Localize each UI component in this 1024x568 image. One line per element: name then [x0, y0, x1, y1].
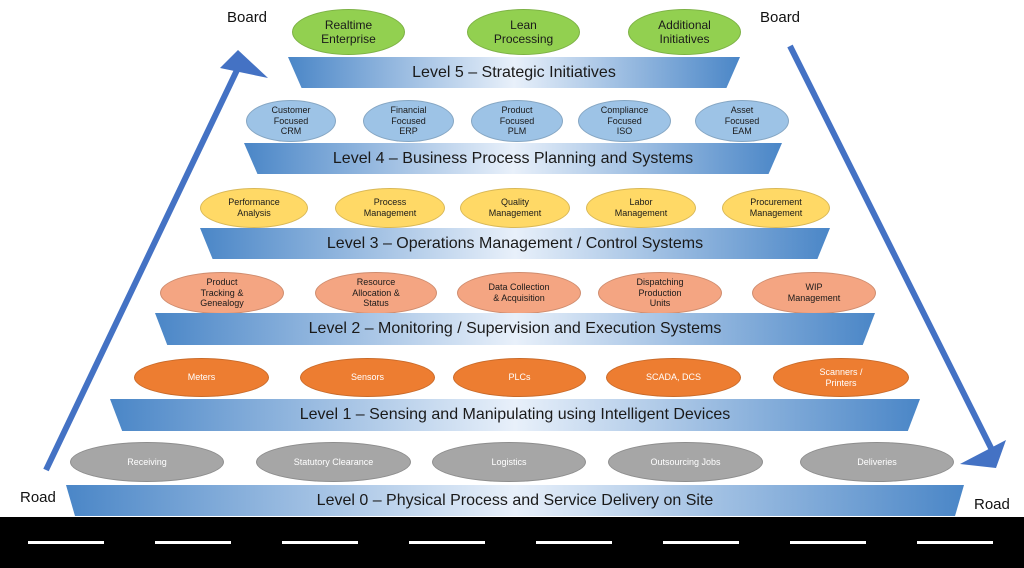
level4-item-4: Compliance Focused ISO [578, 100, 671, 142]
road-strip [0, 517, 1024, 568]
road-marking [282, 541, 358, 544]
up-arrow-icon [43, 50, 268, 472]
level2-item-5: WIP Management [752, 272, 876, 314]
level1-item-4: SCADA, DCS [606, 358, 741, 397]
road-marking [28, 541, 104, 544]
level1-item-5: Scanners / Printers [773, 358, 909, 397]
corner-label-bottom-left: Road [20, 489, 56, 506]
level5-item-3: Additional Initiatives [628, 9, 741, 55]
level2-item-2: Resource Allocation & Status [315, 272, 437, 314]
road-marking [409, 541, 485, 544]
level1-bar: Level 1 – Sensing and Manipulating using… [110, 399, 920, 431]
level0-item-2: Statutory Clearance [256, 442, 411, 482]
level2-bar: Level 2 – Monitoring / Supervision and E… [155, 313, 875, 345]
road-marking [155, 541, 231, 544]
road-marking [663, 541, 739, 544]
level0-bar: Level 0 – Physical Process and Service D… [66, 485, 964, 516]
road-marking [917, 541, 993, 544]
level0-item-1: Receiving [70, 442, 224, 482]
level4-bar: Level 4 – Business Process Planning and … [244, 143, 782, 174]
level4-item-3: Product Focused PLM [471, 100, 563, 142]
level3-item-1: Performance Analysis [200, 188, 308, 228]
corner-label-top-left: Board [227, 9, 268, 26]
level3-bar: Level 3 – Operations Management / Contro… [200, 228, 830, 259]
level2-item-4: Dispatching Production Units [598, 272, 722, 314]
level0-item-5: Deliveries [800, 442, 954, 482]
level4-item-2: Financial Focused ERP [363, 100, 454, 142]
level3-item-2: Process Management [335, 188, 445, 228]
down-arrow-icon [787, 44, 1006, 468]
level3-item-3: Quality Management [460, 188, 570, 228]
level5-item-1: Realtime Enterprise [292, 9, 405, 55]
level4-item-5: Asset Focused EAM [695, 100, 789, 142]
level5-bar: Level 5 – Strategic Initiatives [288, 57, 740, 88]
level0-item-3: Logistics [432, 442, 586, 482]
road-marking [536, 541, 612, 544]
level4-item-1: Customer Focused CRM [246, 100, 336, 142]
corner-label-bottom-right: Road [974, 496, 1010, 513]
level1-item-1: Meters [134, 358, 269, 397]
road-marking [790, 541, 866, 544]
level5-item-2: Lean Processing [467, 9, 580, 55]
corner-label-top-right: Board [760, 9, 801, 26]
level0-item-4: Outsourcing Jobs [608, 442, 763, 482]
level1-item-2: Sensors [300, 358, 435, 397]
level3-item-5: Procurement Management [722, 188, 830, 228]
level3-item-4: Labor Management [586, 188, 696, 228]
level2-item-3: Data Collection & Acquisition [457, 272, 581, 314]
level1-item-3: PLCs [453, 358, 586, 397]
level2-item-1: Product Tracking & Genealogy [160, 272, 284, 314]
